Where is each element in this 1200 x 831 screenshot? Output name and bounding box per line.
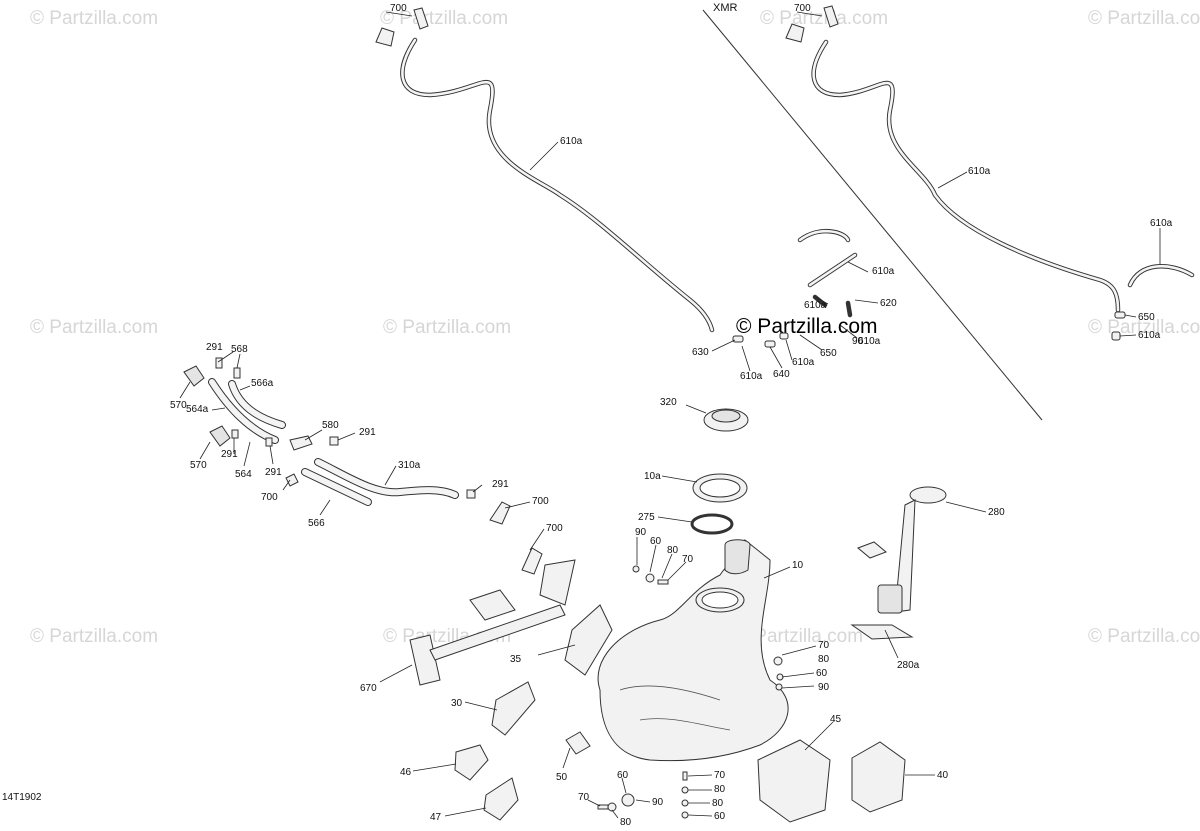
watermark: © Partzilla.com (760, 8, 888, 29)
callout-label: 40 (937, 770, 949, 781)
callout-label: 700 (261, 492, 278, 503)
callout-label: 47 (430, 812, 442, 823)
callout-label: 275 (638, 512, 655, 523)
callout-label: 310a (398, 460, 421, 471)
watermark: © Partzilla.com (380, 8, 508, 29)
callout-label: 650 (1138, 312, 1155, 323)
callout-label: 60 (650, 536, 662, 547)
callout-label: 291 (221, 449, 238, 460)
callout-label: 580 (322, 420, 339, 431)
callout-label: 564a (186, 404, 209, 415)
callout-label: 80 (667, 545, 679, 556)
callout-label: 610a (560, 136, 583, 147)
callout-label: 90 (852, 336, 864, 347)
watermark: © Partzilla.com (30, 317, 158, 338)
callout-label: 80 (712, 798, 724, 809)
callout-label: 566a (251, 378, 274, 389)
callout-label: 610a (740, 371, 763, 382)
callout-label: 291 (265, 467, 282, 478)
callout-label: 90 (635, 527, 647, 538)
callout-label: 280 (988, 507, 1005, 518)
callout-label: 570 (170, 400, 187, 411)
watermark: © Partzilla.com (735, 626, 863, 647)
callout-label: 610a (872, 266, 895, 277)
callout-label: 10 (792, 560, 804, 571)
lock-ring (692, 473, 748, 503)
callout-label: 568 (231, 344, 248, 355)
diagram-code: 14T1902 (2, 792, 42, 803)
watermark: © Partzilla.com (1088, 8, 1200, 29)
callout-label: 700 (390, 3, 407, 14)
callout-label: 291 (206, 342, 223, 353)
callout-label: 610a (804, 300, 827, 311)
callout-label: 700 (794, 3, 811, 14)
callout-label: 630 (692, 347, 709, 358)
callout-label: 291 (492, 479, 509, 490)
callout-label: 670 (360, 683, 377, 694)
vent-hose-right (785, 5, 1195, 313)
watermark: © Partzilla.com (383, 317, 511, 338)
callout-label: 60 (816, 668, 828, 679)
heat-shields (454, 604, 906, 823)
watermark: © Partzilla.com (1088, 626, 1200, 647)
callout-label: 70 (714, 770, 726, 781)
callout-label: 90 (818, 682, 830, 693)
callout-label: 70 (682, 554, 694, 565)
callout-label: 610a (1138, 330, 1161, 341)
fuel-tank (597, 538, 789, 762)
watermark: © Partzilla.com (30, 626, 158, 647)
callout-label: 320 (660, 397, 677, 408)
fuel-hoses-left (183, 357, 543, 575)
callout-label: 291 (359, 427, 376, 438)
callout-label: 80 (714, 784, 726, 795)
callout-label: 10a (644, 471, 661, 482)
callout-label: 610a (968, 166, 991, 177)
section-label: XMR (713, 2, 738, 14)
callout-label: 70 (578, 792, 590, 803)
callout-label: 50 (556, 772, 568, 783)
callout-label: 610a (1150, 218, 1173, 229)
brand-text: © Partzilla.com (736, 315, 878, 338)
callout-label: 80 (818, 654, 830, 665)
callout-label: 35 (510, 654, 522, 665)
callout-label: 280a (897, 660, 920, 671)
callout-label: 700 (532, 496, 549, 507)
callout-labels: 700 700 610a 610a 610a 610a 610a 610a 61… (170, 3, 1173, 828)
callout-label: 90 (652, 797, 664, 808)
leader-lines (179, 11, 1161, 819)
callout-label: 610a (792, 357, 815, 368)
vent-fittings-center (732, 229, 1126, 348)
callout-label: 60 (714, 811, 726, 822)
callout-label: 46 (400, 767, 412, 778)
callout-label: 650 (820, 348, 837, 359)
watermark: © Partzilla.com (30, 8, 158, 29)
tank-bracket (409, 559, 576, 686)
fuel-pump (850, 486, 947, 640)
callout-label: 70 (818, 640, 830, 651)
callout-label: 60 (617, 770, 629, 781)
xmr-divider-line (702, 9, 1043, 421)
callout-label: 566 (308, 518, 325, 529)
callout-label: 564 (235, 469, 252, 480)
callout-label: 620 (880, 298, 897, 309)
hardware (597, 565, 784, 819)
callout-label: 640 (773, 369, 790, 380)
callout-label: 610a (858, 336, 881, 347)
fuel-cap (703, 408, 749, 432)
callout-label: 700 (546, 523, 563, 534)
callout-label: 570 (190, 460, 207, 471)
callout-label: 30 (451, 698, 463, 709)
callout-label: 80 (620, 817, 632, 828)
vent-hose-left (375, 7, 715, 333)
callout-label: 45 (830, 714, 842, 725)
gasket (690, 513, 734, 535)
watermark-layer: © Partzilla.com © Partzilla.com © Partzi… (30, 8, 1200, 647)
